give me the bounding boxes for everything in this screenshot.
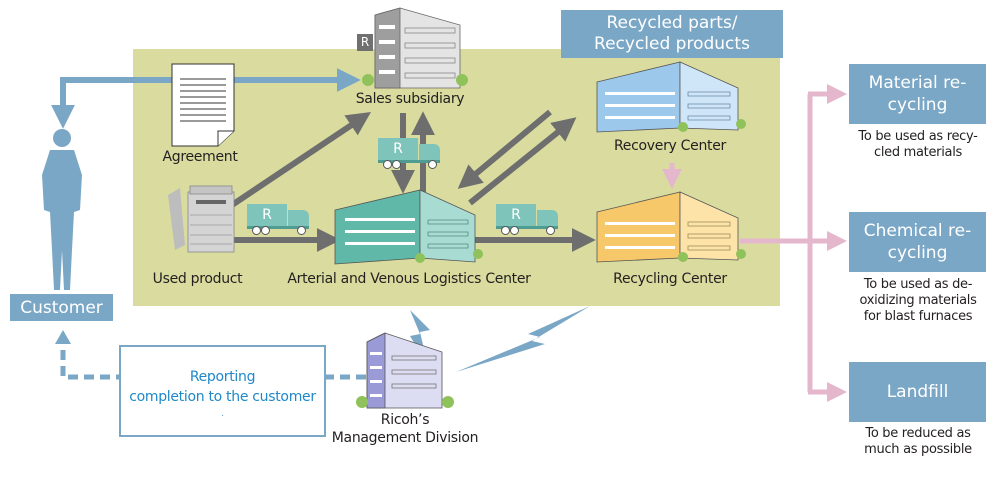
recycling-center-label: Recycling Center [613,271,727,287]
customer-icon [42,129,82,290]
communication-signals [410,306,590,372]
agreement-label: Agreement [162,149,238,165]
recycled-parts-line1: Recycled parts/ [606,13,738,33]
logistics-center-building-icon [334,189,483,265]
customer-label: Customer [10,294,113,321]
truck-badge: R [496,204,536,226]
management-label-line2: Management Division [331,430,479,446]
truck-badge: R [247,204,287,226]
material-recycling-line2: cycling [887,95,948,115]
landfill-title: Landfill [886,382,949,402]
truck-icon: R [378,138,442,169]
reporting-dot: . [221,409,224,418]
truck-badge: R [378,138,418,160]
chemical-recycling-line1: Chemical re- [863,221,972,241]
sales-subsidiary-label: Sales subsidiary [355,91,465,107]
copier-icon [168,185,235,253]
recycling-center-building-icon [596,191,746,263]
management-building-icon [356,332,454,409]
management-label-line1: Ricoh’s [380,412,430,428]
sales-subsidiary-building-icon [357,7,468,89]
landfill-note: To be reduced as much as possible [842,426,994,458]
recycled-parts-line2: Recycled products [594,34,750,54]
note-line: To be used as de- [863,277,973,292]
material-recycling-line1: Material re- [868,73,967,93]
note-line: cled materials [874,145,962,160]
chemical-recycling-line2: cycling [887,243,948,263]
agreement-flow-arrow [51,68,361,129]
note-line: To be used as recy- [858,129,978,144]
chemical-recycling-box: Chemical re- cycling [849,212,986,272]
material-recycling-box: Material re- cycling [849,64,986,124]
recovery-center-label: Recovery Center [614,138,726,154]
material-recycling-note: To be used as recy- cled materials [842,129,994,161]
note-line: To be reduced as [865,426,971,441]
note-line: oxidizing materials [859,293,977,308]
recovery-center-building-icon [596,61,746,133]
reporting-box: Reporting completion to the customer . [119,345,326,437]
logistics-center-label: Arterial and Venous Logistics Center [287,271,531,287]
landfill-box: Landfill [849,362,986,422]
agreement-document-icon [171,63,235,147]
reporting-line1: Reporting [189,369,256,385]
truck-icon: R [496,204,560,235]
chemical-recycling-note: To be used as de- oxidizing materials fo… [842,277,994,325]
reporting-line2: completion to the customer [129,389,316,405]
truck-icon: R [247,204,311,235]
note-line: much as possible [864,442,972,457]
pink-flow-arrows [662,84,847,402]
recycled-parts-box: Recycled parts/ Recycled products [561,10,783,58]
sales-subsidiary-badge: R [360,35,370,49]
note-line: for blast furnaces [863,309,973,324]
used-product-label: Used product [152,271,243,287]
